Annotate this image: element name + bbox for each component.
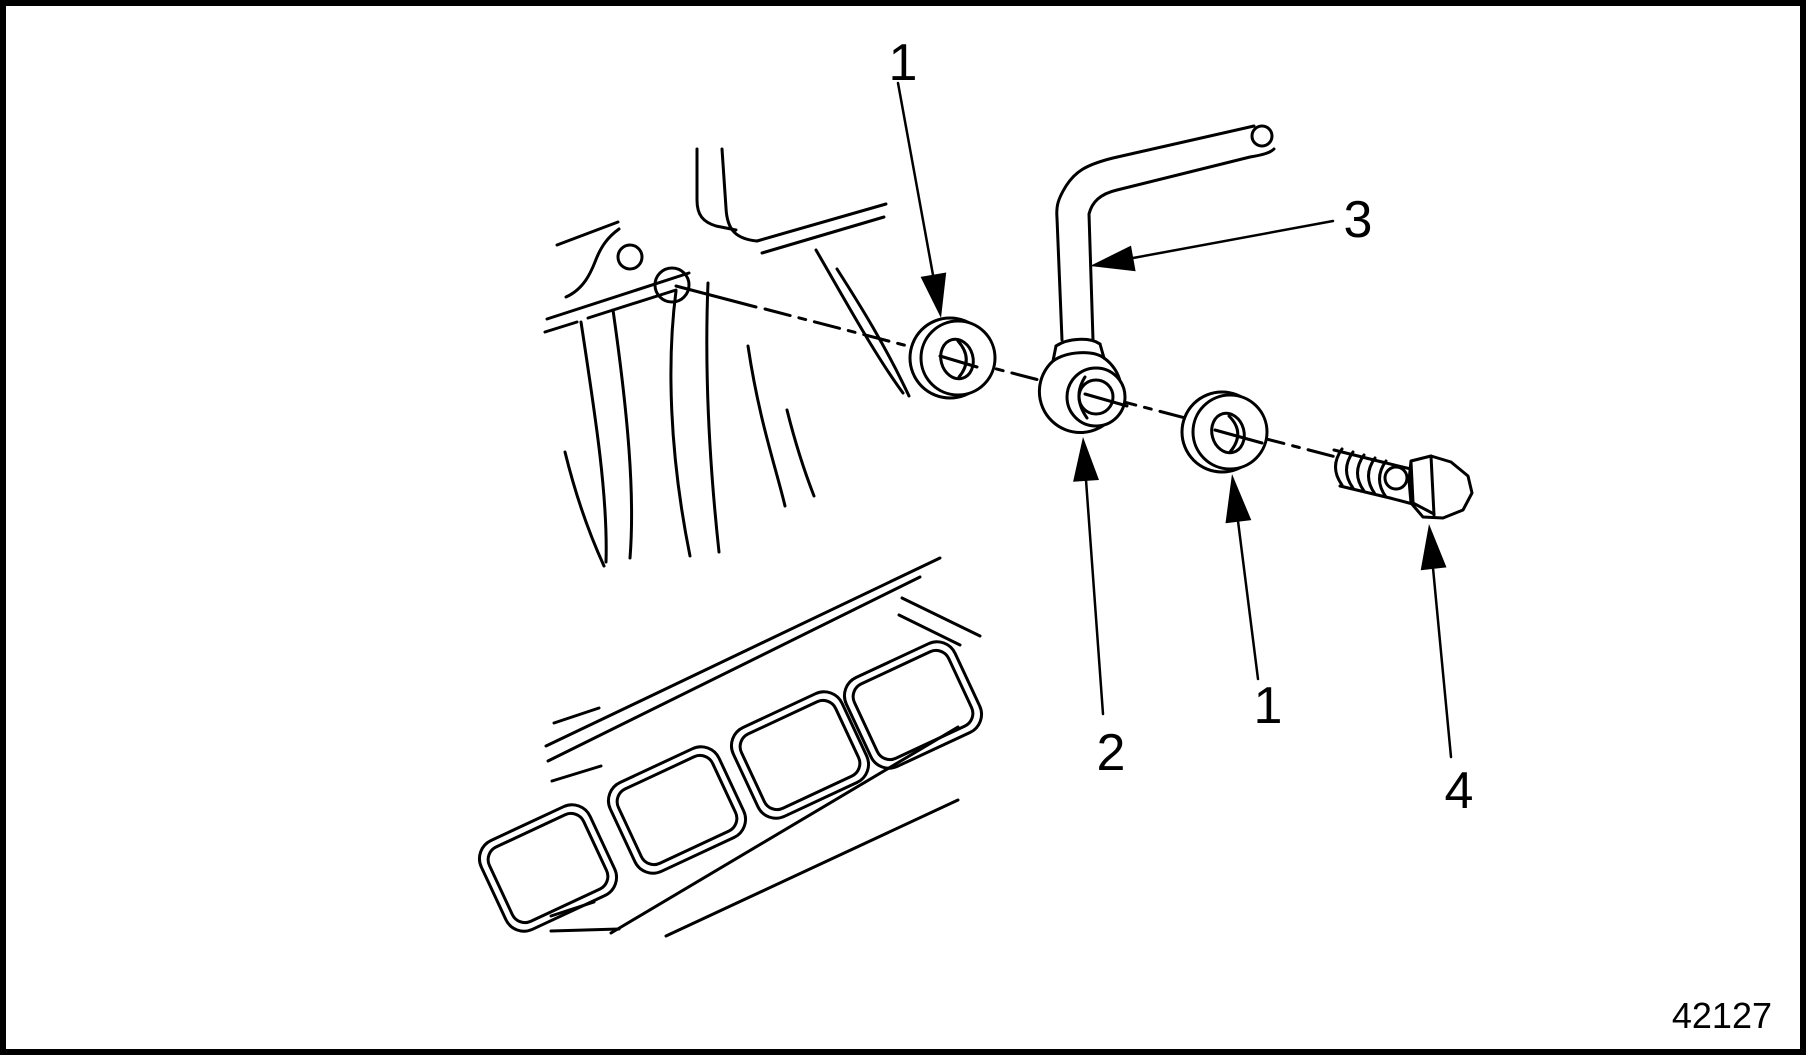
leader-3	[1090, 219, 1335, 272]
callout-1-bottom: 1	[1253, 677, 1283, 735]
block-opening-3	[729, 690, 871, 820]
leader-2	[1073, 437, 1105, 716]
bolt-cross-hole	[1383, 465, 1409, 491]
leader-1-bottom	[1225, 474, 1260, 681]
figure-number: 42127	[1671, 995, 1772, 1036]
washer-left-chamfer	[956, 339, 968, 379]
arrowhead	[1420, 524, 1447, 571]
block-opening-2	[606, 745, 748, 875]
center-line-through-washer-right	[1213, 428, 1264, 445]
leader-1-top	[896, 81, 947, 318]
bolt-hex-head	[1407, 454, 1474, 520]
block-top-edge-detail	[555, 220, 620, 247]
tube-end-opening	[1250, 124, 1274, 148]
block-s-curve	[564, 227, 621, 299]
tube-ferrule	[1051, 337, 1106, 363]
banjo-bolt	[1332, 447, 1474, 520]
fuel-tube	[1055, 124, 1276, 342]
banjo-chamfer	[1077, 375, 1089, 420]
arrowhead	[920, 272, 947, 318]
callout-4: 4	[1444, 762, 1474, 820]
block-bolt-hole-small	[616, 243, 644, 271]
banjo-fitting	[1037, 337, 1129, 434]
arrowhead	[1073, 437, 1099, 482]
washer-right	[1180, 390, 1269, 474]
block-channel	[695, 147, 738, 232]
washer-right-chamfer	[1227, 414, 1240, 454]
callout-3: 3	[1343, 191, 1373, 249]
block-opening-1	[477, 803, 619, 933]
diagram-canvas	[477, 81, 1474, 938]
engine-block	[477, 147, 984, 938]
arrowhead	[1225, 474, 1252, 524]
washer-left	[908, 316, 997, 400]
bolt-threads	[1332, 447, 1392, 500]
callout-1-top: 1	[888, 34, 918, 92]
arrowhead	[1090, 245, 1136, 272]
callout-leaders	[896, 81, 1453, 759]
leader-4	[1420, 524, 1453, 759]
center-line-through-washer-left	[938, 354, 979, 369]
center-line-through-banjo	[1083, 392, 1129, 408]
callout-2: 2	[1096, 724, 1126, 782]
